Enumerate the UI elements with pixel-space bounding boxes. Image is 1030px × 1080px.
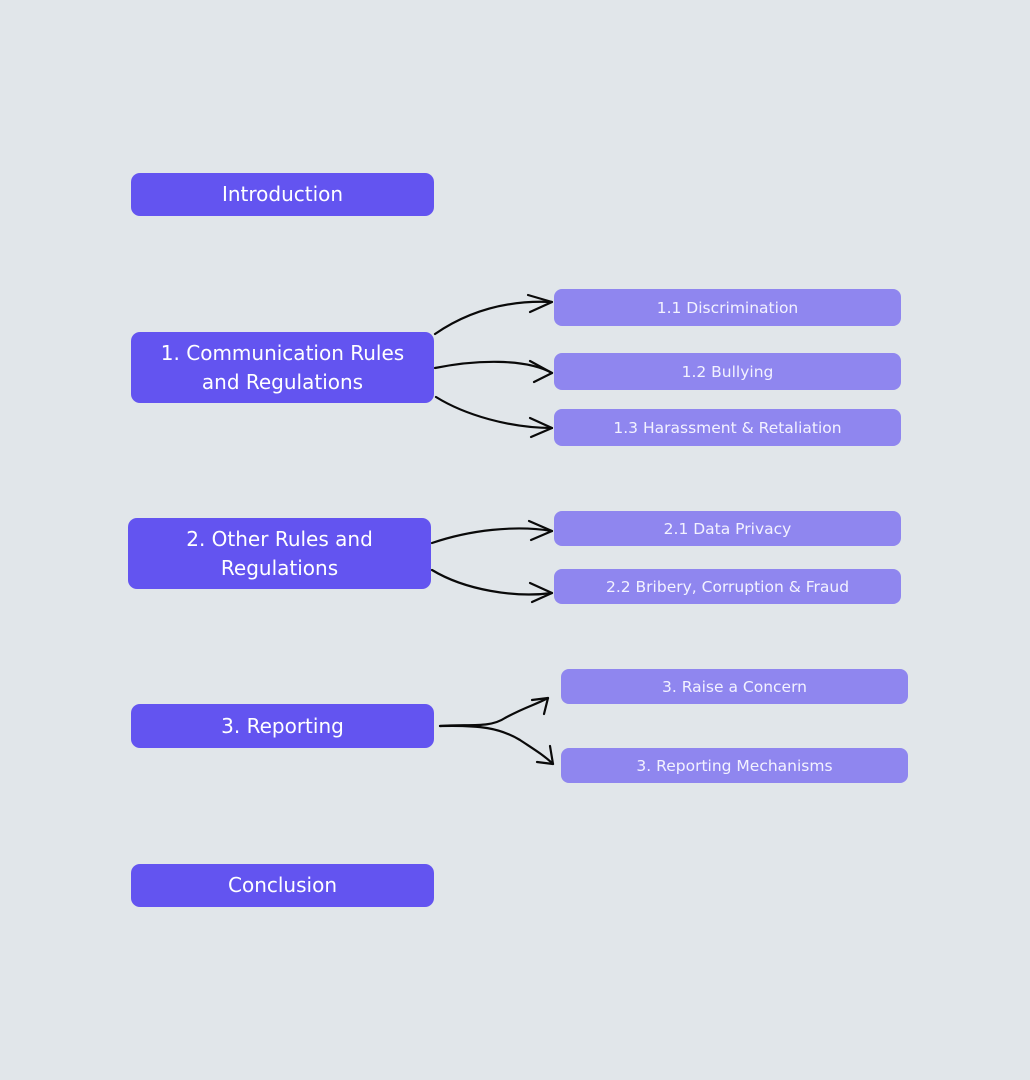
- arrowhead-bribery: [528, 581, 554, 604]
- arrow-to-data-privacy: [430, 527, 554, 545]
- subsection-bullying-label: 1.2 Bullying: [681, 362, 774, 381]
- arrow-to-raise-concern: [438, 696, 550, 728]
- section-other-rules: 2. Other Rules and Regulations: [128, 518, 431, 589]
- subsection-raise-concern-label: 3. Raise a Concern: [661, 677, 808, 696]
- subsection-reporting-mechanisms-label: 3. Reporting Mechanisms: [636, 756, 833, 775]
- subsection-discrimination: 1.1 Discrimination: [554, 289, 901, 326]
- arrowhead-discrimination: [526, 293, 554, 314]
- section-conclusion: Conclusion: [131, 864, 434, 907]
- section-reporting: 3. Reporting: [131, 704, 434, 748]
- arrowhead-bullying: [528, 359, 554, 384]
- arrowhead-reporting-mechanisms: [535, 744, 555, 766]
- section-conclusion-label: Conclusion: [228, 873, 337, 897]
- arrow-to-bribery: [430, 568, 554, 596]
- subsection-harassment: 1.3 Harassment & Retaliation: [554, 409, 901, 446]
- arrowhead-harassment: [528, 416, 554, 439]
- subsection-bribery-label: 2.2 Bribery, Corruption & Fraud: [605, 577, 850, 596]
- section-reporting-label: 3. Reporting: [221, 713, 344, 738]
- subsection-bribery: 2.2 Bribery, Corruption & Fraud: [554, 569, 901, 604]
- arrowhead-data-privacy: [527, 519, 554, 542]
- section-communication-rules-label: 1. Communication Rules and Regulations: [160, 340, 405, 394]
- subsection-data-privacy: 2.1 Data Privacy: [554, 511, 901, 546]
- arrow-to-harassment: [434, 395, 554, 430]
- subsection-reporting-mechanisms: 3. Reporting Mechanisms: [561, 748, 908, 783]
- subsection-raise-concern: 3. Raise a Concern: [561, 669, 908, 704]
- subsection-discrimination-label: 1.1 Discrimination: [656, 298, 799, 317]
- arrowhead-raise-concern: [530, 696, 550, 716]
- subsection-data-privacy-label: 2.1 Data Privacy: [663, 519, 792, 538]
- subsection-harassment-label: 1.3 Harassment & Retaliation: [613, 418, 842, 437]
- subsection-bullying: 1.2 Bullying: [554, 353, 901, 390]
- section-other-rules-label: 2. Other Rules and Regulations: [186, 526, 373, 580]
- section-introduction: Introduction: [131, 173, 434, 216]
- section-introduction-label: Introduction: [221, 182, 344, 206]
- arrow-to-reporting-mechanisms: [438, 724, 555, 766]
- section-communication-rules: 1. Communication Rules and Regulations: [131, 332, 434, 403]
- arrow-to-discrimination: [433, 300, 554, 336]
